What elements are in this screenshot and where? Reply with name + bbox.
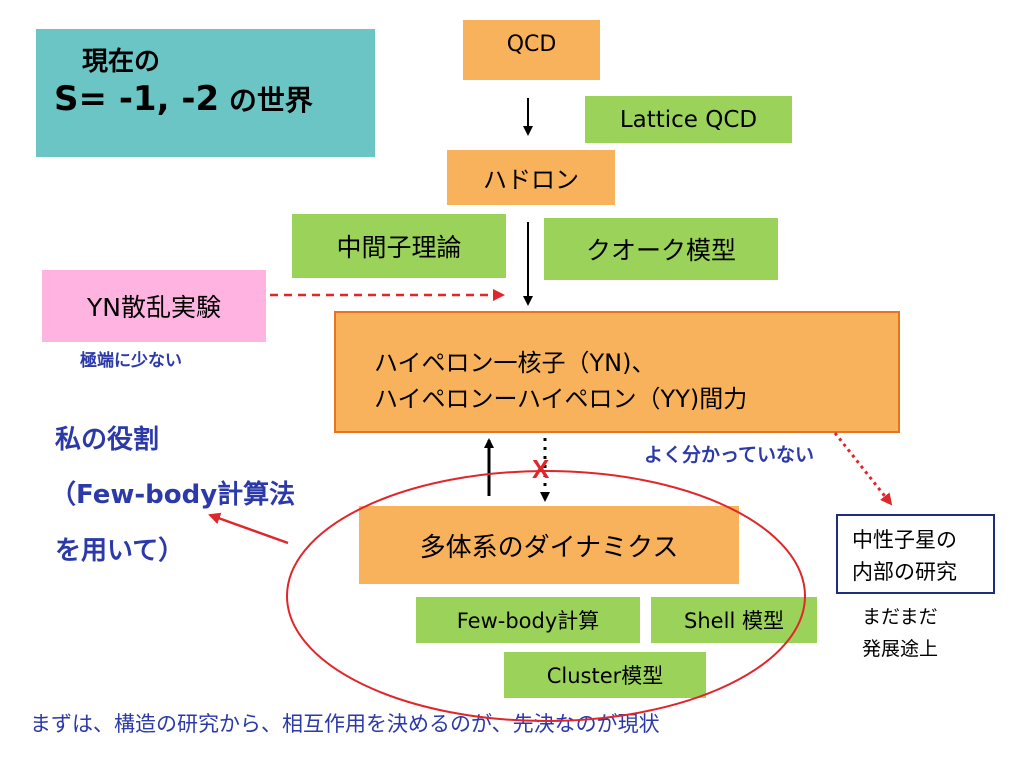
very-few-note: 極端に少ない bbox=[80, 351, 182, 371]
still-developing-line2: 発展途上 bbox=[862, 638, 939, 660]
many-body-box: 多体系のダイナミクス bbox=[359, 506, 739, 584]
many-body-label: 多体系のダイナミクス bbox=[419, 532, 679, 563]
yn-scattering-box: YN散乱実験 bbox=[42, 270, 266, 342]
quark-model-box: クオーク模型 bbox=[544, 218, 778, 280]
focus-ellipse bbox=[286, 470, 806, 722]
hyperon-force-line1: ハイペロン一核子（YN)、 bbox=[374, 349, 656, 377]
arrow-ellipse-to-role bbox=[208, 512, 289, 545]
qcd-label: QCD bbox=[506, 32, 557, 57]
qcd-box: QCD bbox=[463, 20, 600, 80]
lattice-qcd-box: Lattice QCD bbox=[585, 96, 792, 143]
hyperon-force-box: ハイペロン一核子（YN)、 ハイペロンーハイペロン（YY)間力 bbox=[334, 311, 900, 433]
hadron-box: ハドロン bbox=[447, 150, 615, 205]
role-line2: （Few-body計算法 bbox=[50, 480, 296, 510]
neutron-star-line1: 中性子星の bbox=[852, 528, 957, 552]
title-line1: 現在の bbox=[82, 47, 161, 77]
few-body-calc-box: Few-body計算 bbox=[416, 597, 640, 643]
hadron-label: ハドロン bbox=[483, 166, 579, 194]
cluster-model-box: Cluster模型 bbox=[504, 652, 706, 698]
shell-model-label: Shell 模型 bbox=[684, 609, 784, 633]
title-strangeness: S= -1, -2 bbox=[54, 79, 220, 119]
hyperon-force-line2: ハイペロンーハイペロン（YY)間力 bbox=[374, 385, 748, 413]
quark-model-label: クオーク模型 bbox=[585, 236, 736, 265]
yn-scattering-label: YN散乱実験 bbox=[87, 293, 221, 322]
cluster-model-label: Cluster模型 bbox=[546, 664, 664, 688]
footer-text: まずは、構造の研究から、相互作用を決めるのが、先決なのが現状 bbox=[30, 712, 660, 736]
title-box: 現在の S= -1, -2 の世界 bbox=[36, 29, 375, 157]
few-body-calc-label: Few-body計算 bbox=[456, 609, 600, 633]
meson-theory-label: 中間子理論 bbox=[336, 233, 462, 262]
x-mark: X bbox=[532, 454, 550, 484]
arrow-force-to-neutron-star bbox=[833, 432, 893, 506]
meson-theory-box: 中間子理論 bbox=[292, 214, 506, 278]
lattice-qcd-label: Lattice QCD bbox=[619, 106, 758, 133]
role-line1: 私の役割 bbox=[55, 425, 160, 455]
shell-model-box: Shell 模型 bbox=[651, 597, 817, 643]
title-line2: S= -1, -2 の世界 bbox=[54, 79, 313, 119]
neutron-star-box: 中性子星の 内部の研究 bbox=[836, 514, 995, 594]
title-world: の世界 bbox=[219, 84, 313, 117]
not-well-understood-note: よく分かっていない bbox=[644, 444, 815, 466]
still-developing-line1: まだまだ bbox=[862, 606, 938, 628]
role-line3: を用いて） bbox=[55, 536, 185, 566]
neutron-star-line2: 内部の研究 bbox=[852, 560, 957, 584]
